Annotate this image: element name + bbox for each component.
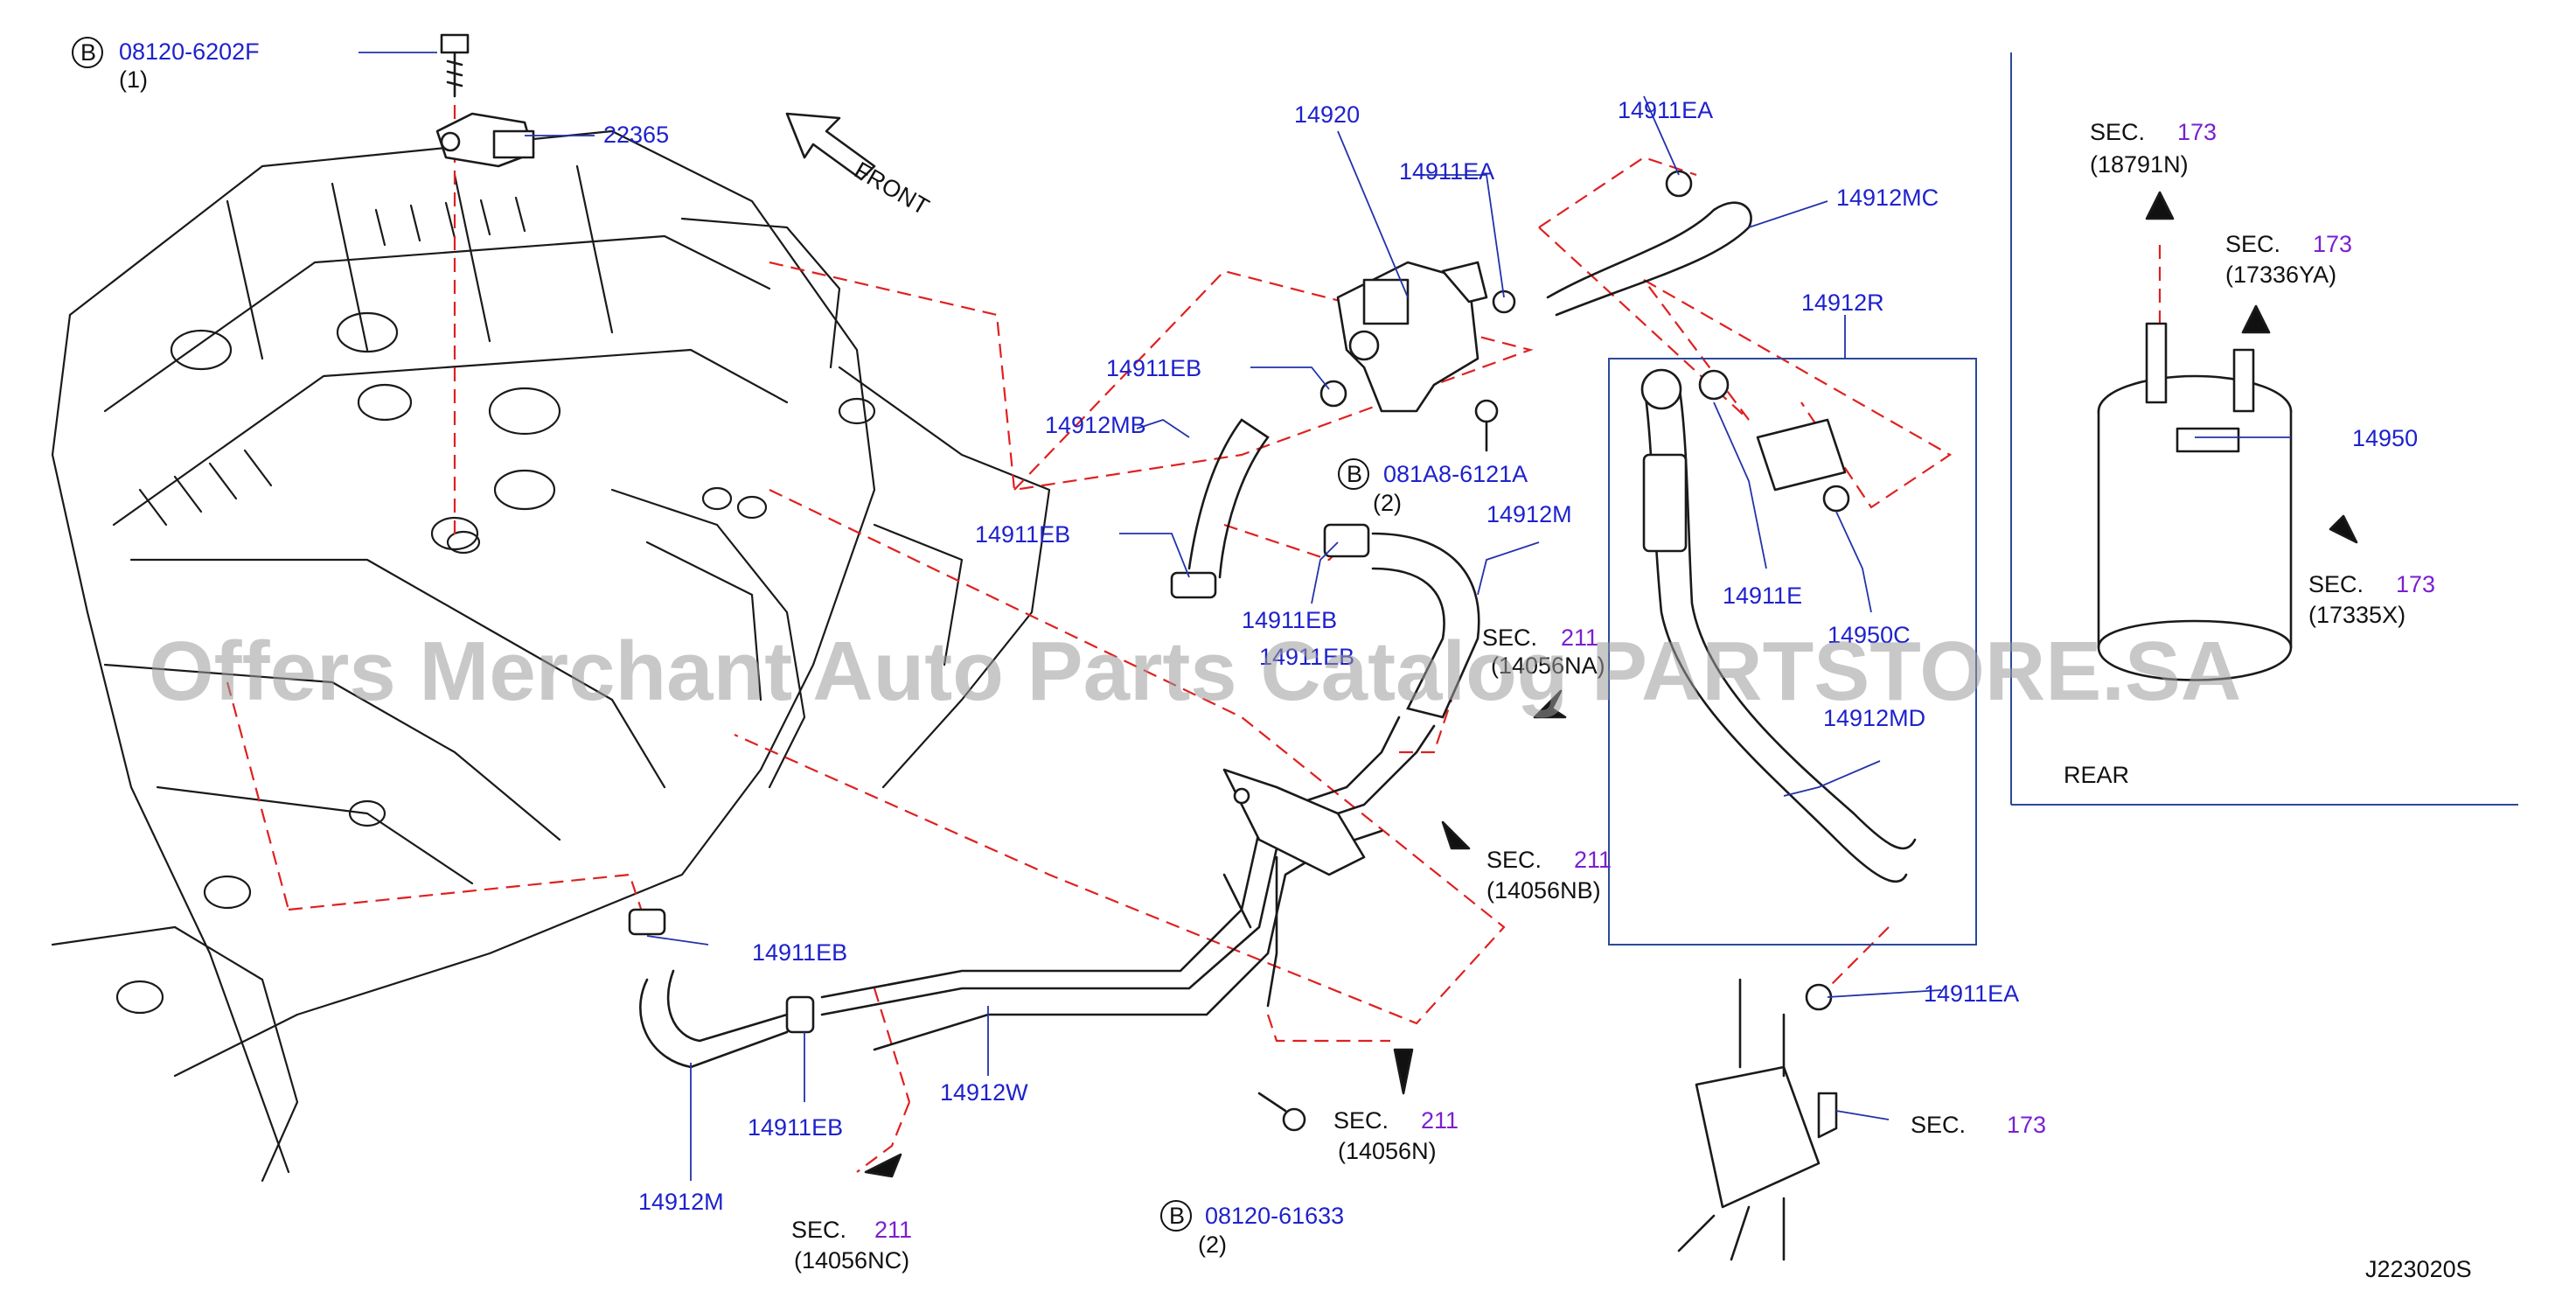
bolt-mid-part (1474, 399, 1499, 452)
hose-mc-part (1492, 170, 1752, 317)
label-14911eb-3: 14911EB (1242, 607, 1337, 633)
sec-211a-num: 211 (1561, 625, 1598, 651)
label-14911eb-1: 14911EB (1106, 355, 1201, 381)
label-14912r: 14912R (1801, 290, 1884, 316)
canister-part (2097, 322, 2293, 681)
sec-173a-word: SEC. (2090, 119, 2145, 145)
label-14920: 14920 (1294, 101, 1360, 128)
sec-173b-word: SEC. (2225, 231, 2280, 257)
sec-211c-word: SEC. (1333, 1107, 1389, 1134)
sec-173c-word: SEC. (2308, 571, 2364, 597)
sec-211a-word: SEC. (1482, 625, 1537, 651)
sec-173c-ref: (17335X) (2308, 602, 2405, 628)
label-22365: 22365 (603, 122, 669, 148)
tube-w-assembly (820, 715, 1436, 1051)
label-14911ea-left: 14911EA (1399, 158, 1494, 185)
sec-211b-word: SEC. (1486, 847, 1542, 873)
sec-173-bottom-num: 173 (2007, 1112, 2046, 1138)
label-14912mc: 14912MC (1836, 185, 1939, 211)
sec-173c-num: 173 (2396, 571, 2435, 597)
label-14911eb-4: 14911EB (1259, 644, 1354, 670)
bolt-bottom-code: 08120-61633 (1205, 1203, 1344, 1229)
label-14911eb-2: 14911EB (975, 521, 1070, 548)
leader-lines (359, 52, 2291, 1181)
rear-label: REAR (2064, 762, 2129, 788)
bolt-mid-code: 081A8-6121A (1383, 461, 1528, 487)
badge-mid: B (1347, 461, 1362, 487)
label-14912m-left: 14912M (638, 1189, 724, 1215)
sec-173a-num: 173 (2177, 119, 2217, 145)
label-14911e: 14911E (1723, 583, 1802, 609)
label-14911eb-5: 14911EB (752, 939, 847, 966)
sub-assembly-frame (1608, 315, 1977, 946)
watermark-text: Offers Merchant Auto Parts Catalog PARTS… (149, 625, 2241, 718)
sec-211d-word: SEC. (791, 1217, 846, 1243)
badge-bottom: B (1169, 1203, 1185, 1229)
sec-211c-ref: (14056N) (1338, 1138, 1437, 1164)
sec-211b-ref: (14056NB) (1486, 877, 1601, 904)
hose-m-right-part (1323, 523, 1480, 719)
sec-211b-num: 211 (1574, 847, 1612, 873)
direction-arrows (864, 191, 2358, 1178)
diagram-code: J223020S (2365, 1256, 2472, 1282)
sec-211c-num: 211 (1421, 1107, 1459, 1134)
label-14912m-right: 14912M (1486, 501, 1572, 527)
sec-173-bottom-word: SEC. (1911, 1112, 1966, 1138)
bottom-canister-part (1677, 978, 1838, 1261)
bolt-top-code: 08120-6202F (119, 38, 260, 65)
label-14950c: 14950C (1828, 622, 1911, 648)
hose-m-left-part (628, 908, 815, 1069)
front-label: FRONT (850, 157, 934, 220)
bolt-top-qty: (1) (119, 66, 148, 93)
label-14911eb-6: 14911EB (748, 1114, 843, 1141)
badge-top: B (80, 39, 96, 66)
hose-md-part (1640, 368, 1917, 883)
label-14912md: 14912MD (1823, 705, 1925, 731)
sec-173a-ref: (18791N) (2090, 151, 2189, 178)
label-14911ea-right: 14911EA (1924, 980, 2019, 1007)
label-14950: 14950 (2352, 425, 2418, 451)
front-arrow (785, 112, 876, 181)
label-14912w: 14912W (940, 1079, 1028, 1106)
label-14912mb: 14912MB (1045, 412, 1146, 438)
sec-173b-num: 173 (2313, 231, 2352, 257)
label-14911ea-top: 14911EA (1618, 97, 1713, 123)
sensor-part (435, 112, 535, 168)
rear-panel-frame (2010, 52, 2518, 806)
bolt-mid-qty: (2) (1373, 490, 1402, 516)
sec-211a-ref: (14056NA) (1491, 652, 1605, 679)
bolt-bottom-part (1257, 1092, 1306, 1132)
filter-part (1756, 418, 1850, 513)
bolt-top-part (440, 33, 470, 98)
sec-173b-ref: (17336YA) (2225, 262, 2336, 288)
bolt-bottom-qty: (2) (1198, 1232, 1227, 1258)
sec-211d-num: 211 (874, 1217, 912, 1243)
engine-illustration (51, 129, 1051, 1183)
purge-valve-part (1336, 261, 1488, 413)
sec-211d-ref: (14056NC) (794, 1247, 909, 1274)
